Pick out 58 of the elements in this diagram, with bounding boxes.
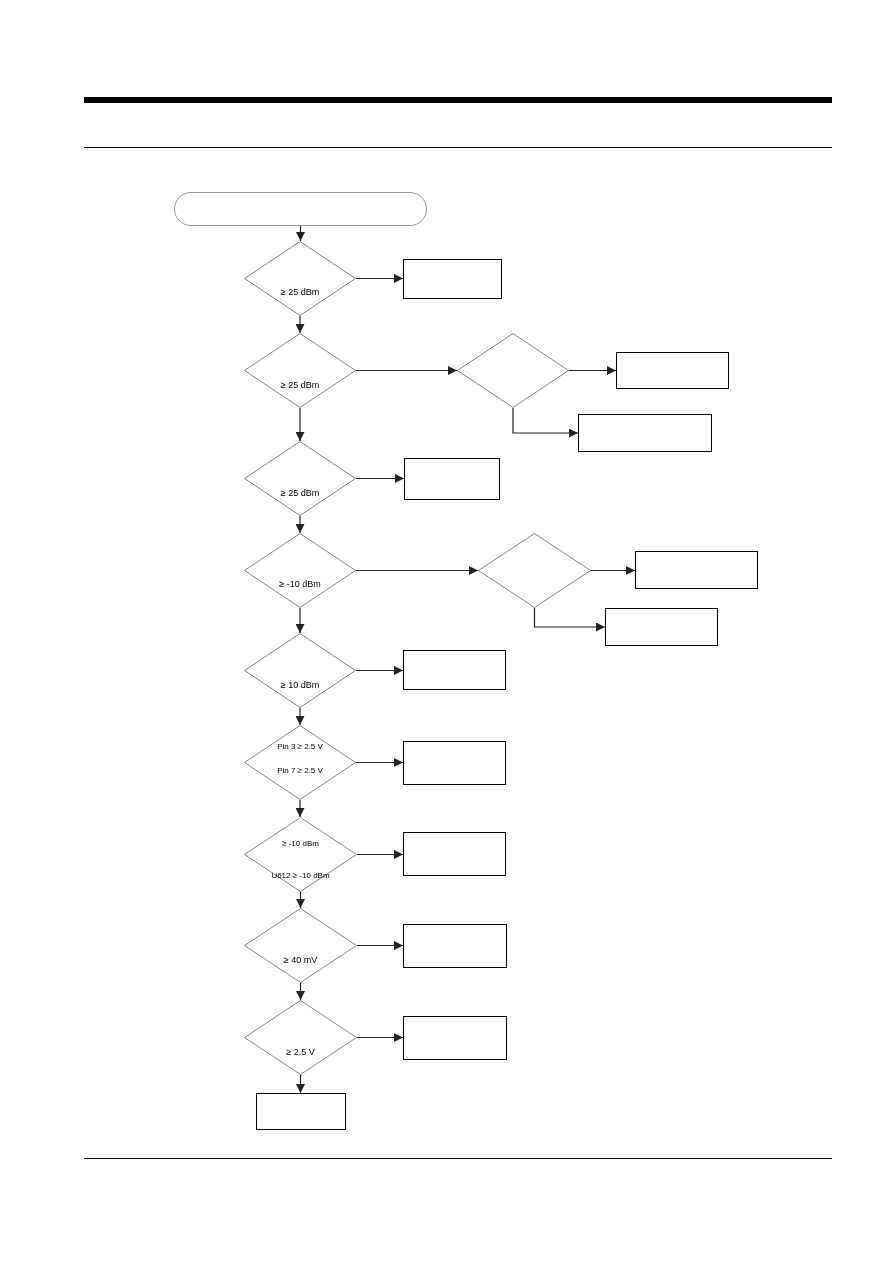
condition-text: Pin 3 ≥ 2.5 V: [277, 741, 323, 751]
condition-text: ≥ -10 dBm: [282, 838, 319, 848]
decision-diamond: [244, 441, 356, 516]
arrow: [296, 225, 305, 242]
arrow: [355, 274, 404, 283]
arrow: [295, 607, 305, 634]
condition-text: Pin 7 ≥ 2.5 V: [277, 765, 323, 775]
process-box: [404, 458, 500, 500]
arrow: [356, 850, 404, 859]
process-box: [605, 608, 718, 646]
condition-text: ≥ 25 dBm: [280, 379, 320, 390]
start-terminal: [174, 192, 427, 226]
condition-text: ≥ 2.5 V: [286, 1046, 315, 1057]
decision-diamond: [478, 533, 591, 608]
arrow: [355, 758, 404, 767]
decision-diamond: [244, 241, 356, 316]
arrow: [295, 799, 305, 818]
arrow: [356, 1033, 404, 1042]
decision-diamond: [457, 333, 569, 408]
arrow: [568, 366, 617, 375]
decision-diamond: [244, 908, 357, 983]
arrow: [355, 366, 458, 375]
arrow: [296, 1074, 305, 1094]
condition-text: ≥ 10 dBm: [280, 679, 320, 690]
process-box: [578, 414, 712, 452]
arrow: [355, 666, 404, 675]
arrow: [296, 982, 305, 1001]
decision-diamond: [244, 1000, 357, 1075]
condition-text: ≥ -10 dBm: [279, 578, 321, 589]
arrow: [356, 941, 404, 950]
condition-text: ≥ 25 dBm: [280, 286, 320, 297]
decision-diamond: [244, 817, 357, 892]
process-box: [403, 259, 502, 299]
arrow: [533, 607, 606, 632]
decision-diamond: [244, 533, 356, 608]
process-box: [635, 551, 758, 589]
arrow: [355, 474, 405, 483]
process-box: [403, 924, 507, 968]
arrow: [295, 515, 305, 534]
arrow: [296, 891, 305, 909]
arrow: [295, 315, 305, 334]
arrow: [512, 407, 579, 438]
arrow: [295, 407, 305, 442]
process-box: [403, 1016, 507, 1060]
decision-diamond: [244, 633, 356, 708]
process-box: [403, 741, 506, 785]
decision-diamond: [244, 333, 356, 408]
arrow: [590, 566, 636, 575]
condition-text: ≥ 40 mV: [283, 954, 318, 965]
arrow: [295, 707, 305, 726]
condition-text: ≥ 25 dBm: [280, 487, 320, 498]
process-box: [403, 832, 506, 876]
process-box: [616, 352, 729, 389]
process-box: [256, 1093, 346, 1130]
arrow: [355, 566, 479, 575]
process-box: [403, 650, 506, 690]
condition-text: U612 ≥ -10 dBm: [271, 870, 330, 880]
decision-diamond: [244, 725, 356, 800]
